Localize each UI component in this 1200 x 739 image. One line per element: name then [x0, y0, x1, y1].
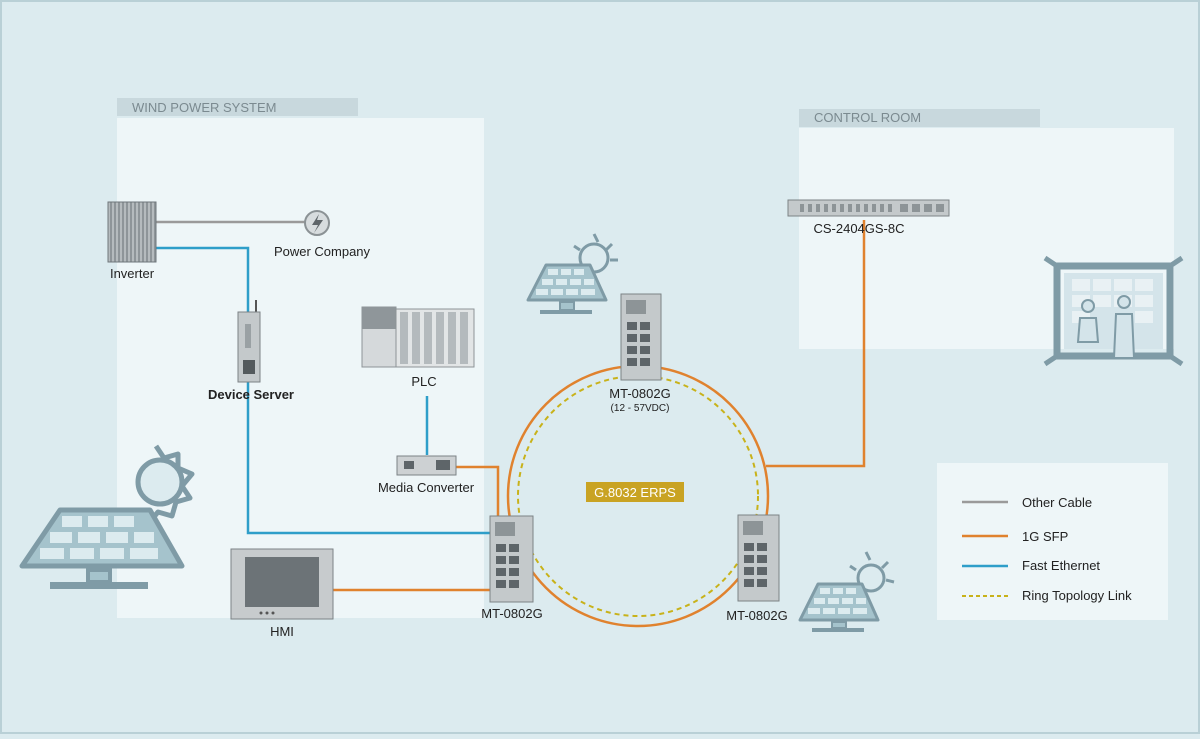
- ring-badge-label: G.8032 ERPS: [594, 485, 676, 500]
- solar-panel-right-icon: [798, 551, 895, 632]
- device-server-label: Device Server: [208, 387, 294, 402]
- legend-label-other-cable: Other Cable: [1022, 495, 1092, 510]
- wind-power-zone-area: [117, 118, 484, 618]
- media-converter-label: Media Converter: [378, 480, 475, 495]
- inverter-label: Inverter: [110, 266, 155, 281]
- legend-box: [937, 463, 1168, 620]
- core-switch-label: CS-2404GS-8C: [813, 221, 904, 236]
- plc: PLC: [361, 306, 475, 389]
- ring-badge: G.8032 ERPS: [586, 482, 684, 502]
- core-switch-icon: [787, 199, 950, 217]
- switch-top-voltage: (12 - 57VDC): [611, 403, 670, 414]
- legend-label-ring-topology: Ring Topology Link: [1022, 588, 1132, 603]
- switch-left: MT-0802G: [481, 515, 543, 621]
- device-server: Device Server: [208, 300, 294, 402]
- link-media-converter-switch: [456, 465, 500, 517]
- wind-power-zone-tab: [117, 98, 358, 116]
- hmi: HMI: [230, 548, 334, 639]
- solar-panel-large-icon: [19, 444, 195, 589]
- wind-power-zone-title: WIND POWER SYSTEM: [132, 100, 276, 115]
- link-device-server-switch: [246, 382, 490, 535]
- core-switch: CS-2404GS-8C: [787, 199, 950, 236]
- switch-right: MT-0802G: [726, 514, 788, 623]
- media-converter: Media Converter: [378, 455, 475, 495]
- legend: Other Cable 1G SFP Fast Ethernet Ring To…: [937, 463, 1168, 620]
- link-ring-core-switch: [766, 220, 866, 468]
- legend-label-1g-sfp: 1G SFP: [1022, 529, 1068, 544]
- erps-ring-link: [517, 375, 759, 617]
- switch-left-label: MT-0802G: [481, 606, 542, 621]
- switch-right-label: MT-0802G: [726, 608, 787, 623]
- switch-top-label: MT-0802G: [609, 386, 670, 401]
- inverter: Inverter: [107, 201, 157, 281]
- solar-panel-top-icon: [526, 233, 618, 314]
- control-room-zone-title: CONTROL ROOM: [814, 110, 921, 125]
- control-room-zone: CONTROL ROOM: [799, 109, 1174, 349]
- hmi-label: HMI: [270, 624, 294, 639]
- switch-top: MT-0802G (12 - 57VDC): [609, 293, 671, 414]
- inverter-icon: [107, 201, 157, 263]
- power-company-label: Power Company: [274, 244, 371, 259]
- link-inverter-device-server: [156, 246, 250, 312]
- plc-label: PLC: [411, 374, 436, 389]
- wind-power-zone: WIND POWER SYSTEM: [117, 98, 484, 618]
- links: [156, 220, 866, 628]
- control-room-zone-tab: [799, 109, 1040, 127]
- video-wall-operators-icon: [1043, 255, 1184, 367]
- legend-label-fast-ethernet: Fast Ethernet: [1022, 558, 1100, 573]
- ring-badge-bg: [586, 482, 684, 502]
- power-company: Power Company: [274, 210, 371, 259]
